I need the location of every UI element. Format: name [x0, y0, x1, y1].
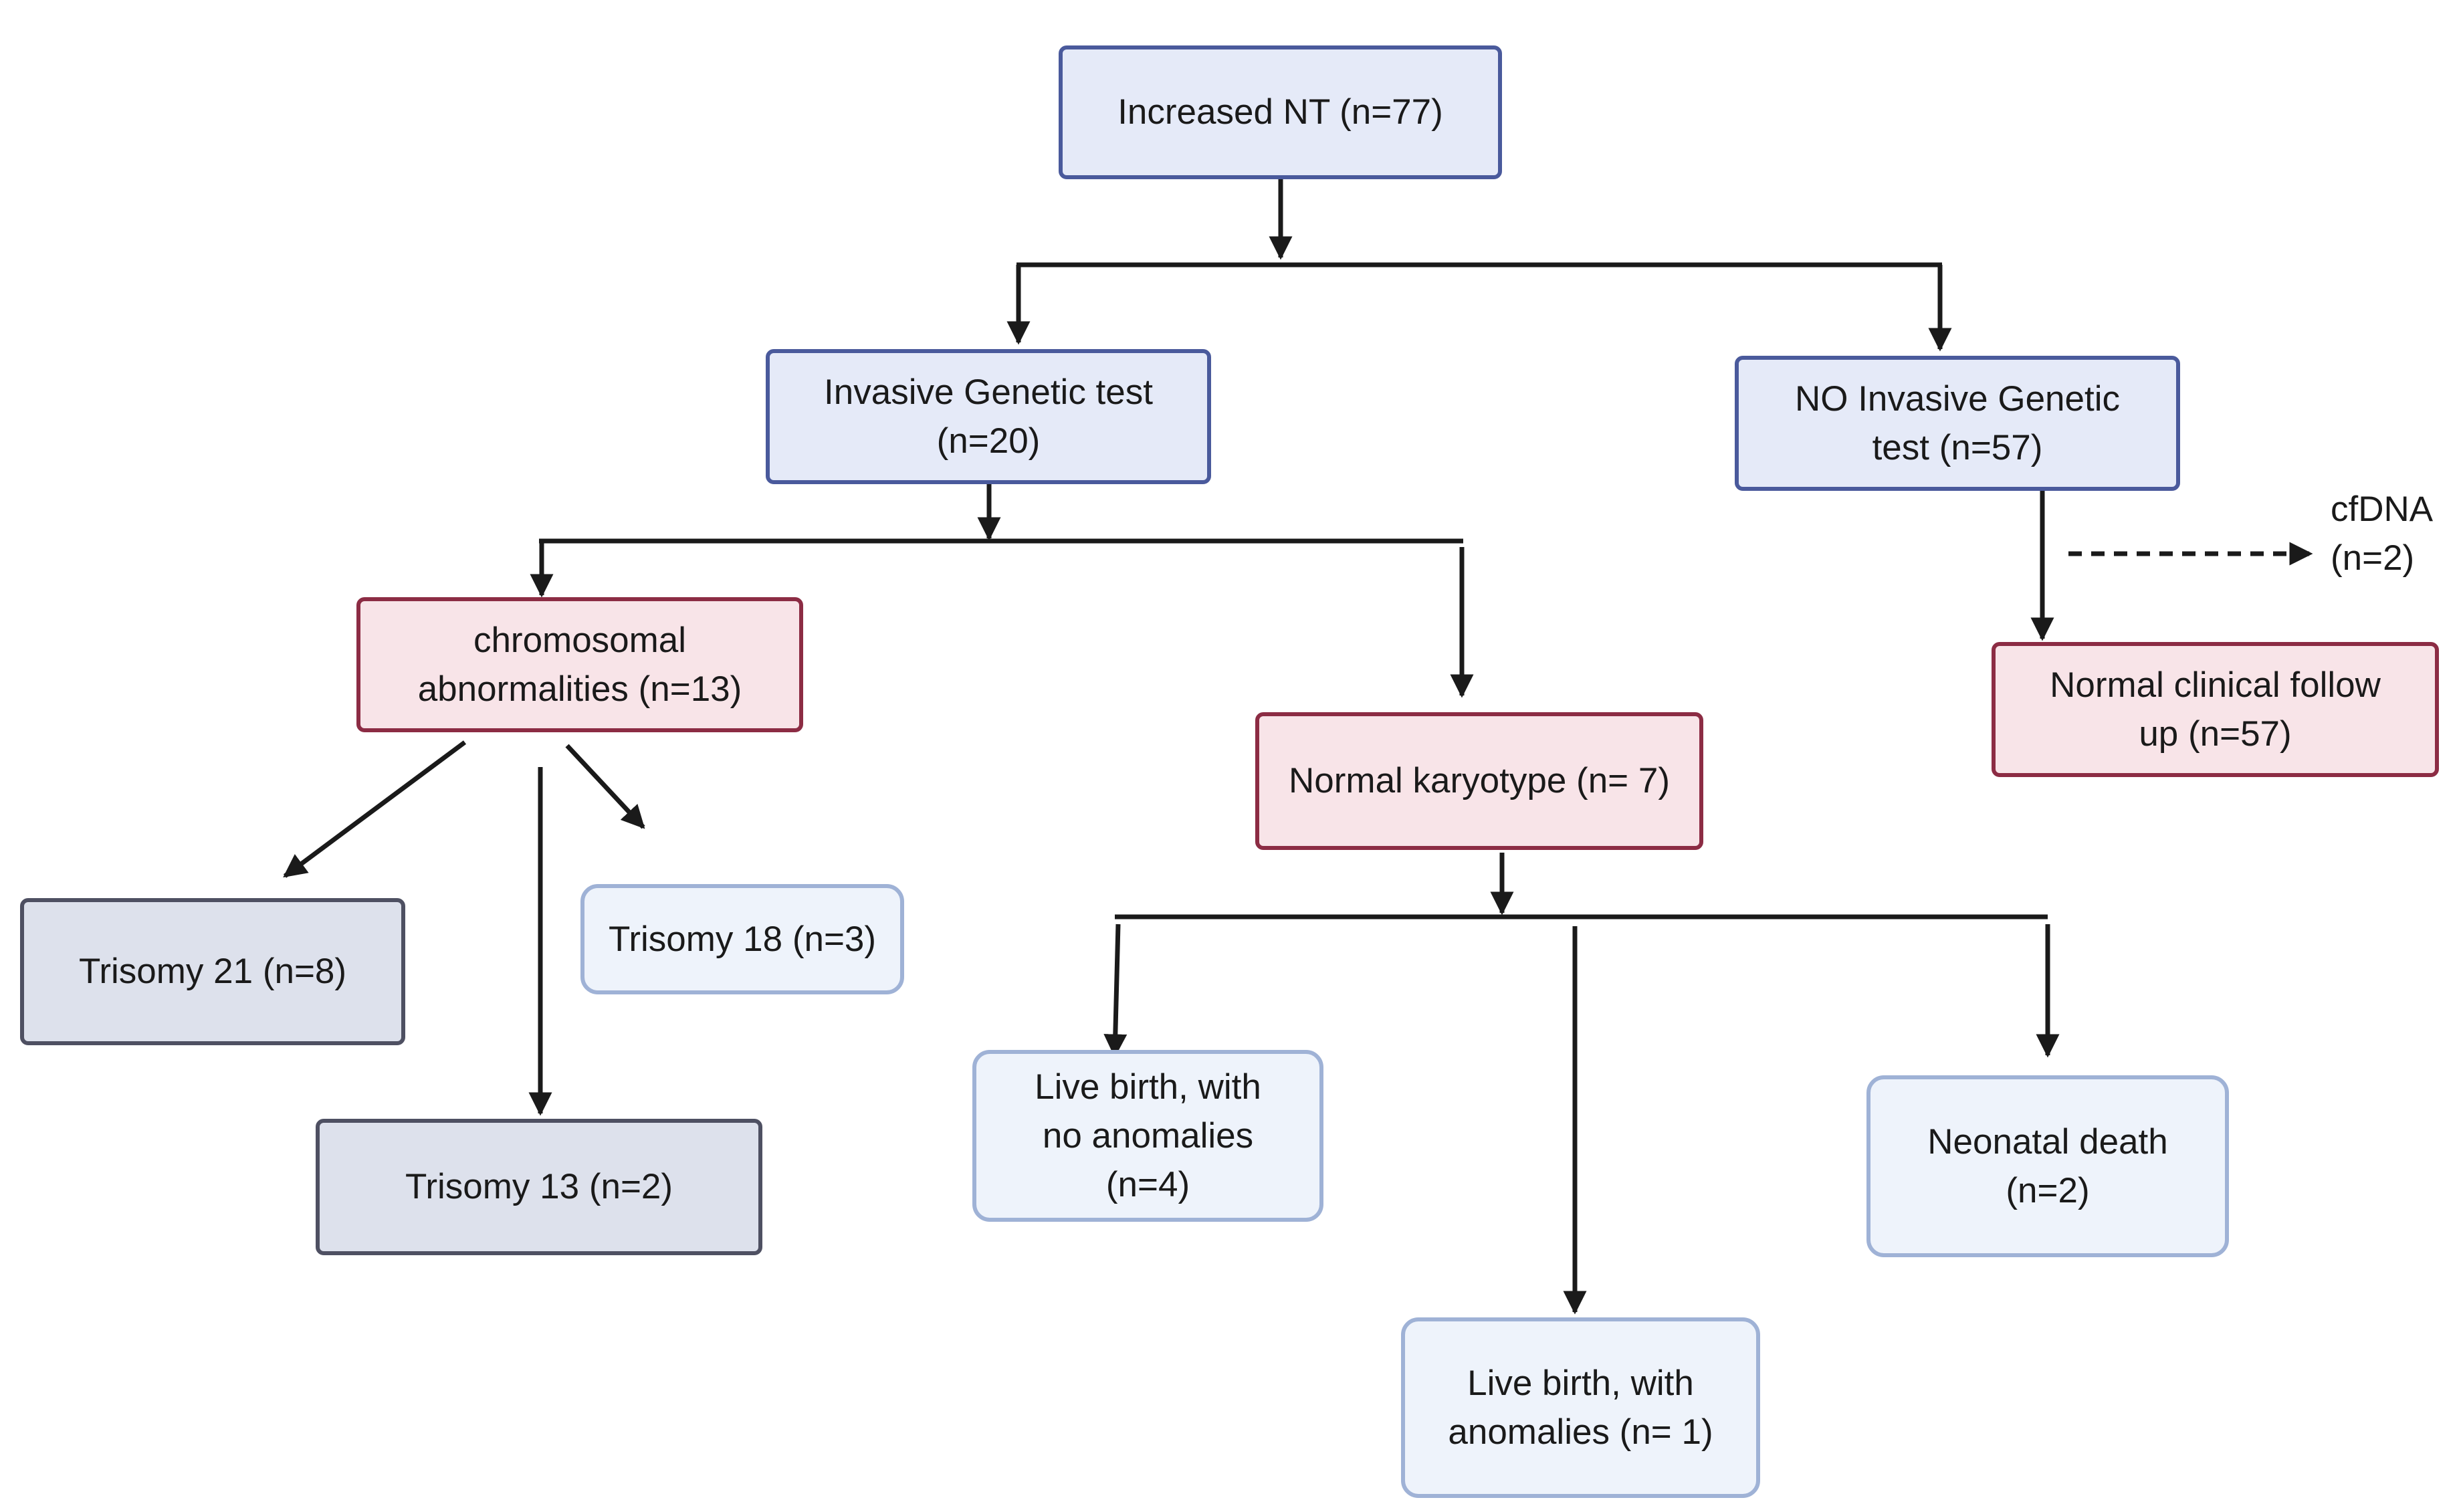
node-chromosomal-abnormalities: chromosomal abnormalities (n=13)	[356, 597, 803, 732]
node-normal-karyotype-label: Normal karyotype (n= 7)	[1289, 761, 1670, 801]
node-no-invasive-genetic-test: NO Invasive Genetic test (n=57)	[1735, 356, 2180, 491]
node-chromosomal-line1: chromosomal	[473, 620, 687, 660]
node-invasive-genetic-test: Invasive Genetic test (n=20)	[766, 349, 1211, 484]
node-followup-line2: up (n=57)	[2139, 714, 2292, 754]
node-increased-nt-label: Increased NT (n=77)	[1117, 92, 1443, 132]
node-live-anomalies-line2: anomalies (n= 1)	[1448, 1412, 1713, 1452]
node-trisomy-13-label: Trisomy 13 (n=2)	[405, 1167, 673, 1207]
node-increased-nt: Increased NT (n=77)	[1059, 45, 1502, 179]
node-no-invasive-line1: NO Invasive Genetic	[1794, 379, 2121, 419]
node-live-birth-anomalies: Live birth, with anomalies (n= 1)	[1401, 1317, 1760, 1498]
node-invasive-line2: (n=20)	[936, 421, 1041, 461]
node-live-birth-no-anomalies: Live birth, with no anomalies (n=4)	[972, 1050, 1323, 1222]
node-neonatal-death: Neonatal death (n=2)	[1866, 1075, 2229, 1257]
node-cfdna-label: cfDNA (n=2)	[2331, 485, 2433, 582]
arrow-to-live-no-anomalies	[1103, 924, 1128, 1058]
node-invasive-line1: Invasive Genetic test	[824, 372, 1153, 412]
arrow-to-trisomy21	[283, 740, 467, 878]
node-live-no-anomalies-line1: Live birth, with	[1035, 1067, 1261, 1107]
node-trisomy-18-label: Trisomy 18 (n=3)	[608, 919, 877, 959]
node-trisomy-18: Trisomy 18 (n=3)	[580, 884, 904, 994]
node-followup-line1: Normal clinical follow	[2050, 665, 2381, 705]
node-no-invasive-line2: test (n=57)	[1872, 428, 2043, 467]
node-cfdna-line1: cfDNA	[2331, 490, 2434, 529]
node-cfdna-line2: (n=2)	[2331, 538, 2415, 578]
node-trisomy-13: Trisomy 13 (n=2)	[316, 1119, 762, 1255]
node-chromosomal-line2: abnormalities (n=13)	[417, 669, 742, 709]
node-neonatal-death-line1: Neonatal death	[1927, 1121, 2168, 1162]
node-normal-clinical-followup: Normal clinical follow up (n=57)	[1992, 642, 2439, 777]
node-normal-karyotype: Normal karyotype (n= 7)	[1255, 712, 1703, 850]
node-trisomy-21: Trisomy 21 (n=8)	[20, 898, 405, 1045]
node-trisomy-21-label: Trisomy 21 (n=8)	[78, 952, 347, 992]
node-neonatal-death-line2: (n=2)	[2006, 1171, 2090, 1210]
node-live-anomalies-line1: Live birth, with	[1467, 1363, 1694, 1403]
arrow-to-trisomy18	[565, 744, 645, 829]
node-live-no-anomalies-line2: no anomalies	[1042, 1115, 1254, 1156]
node-live-no-anomalies-line3: (n=4)	[1105, 1165, 1190, 1205]
